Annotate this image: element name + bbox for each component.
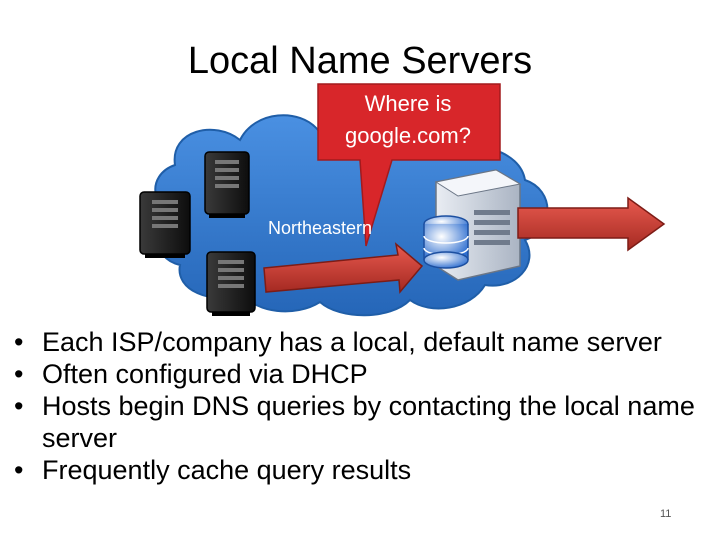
slide-title: Local Name Servers xyxy=(187,40,533,82)
bullet-text: Each ISP/company has a local, default na… xyxy=(42,327,662,357)
bullet-text: Frequently cache query results xyxy=(42,455,412,485)
host-server-icon xyxy=(206,251,256,316)
bullet-item: • Often configured via DHCP xyxy=(14,358,704,390)
bullet-item: • Frequently cache query results xyxy=(14,454,704,486)
database-icon xyxy=(423,215,469,269)
bullet-dot: • xyxy=(14,359,24,389)
host-server-icon xyxy=(204,151,250,218)
network-diagram xyxy=(139,83,666,317)
cloud-label: Northeastern xyxy=(268,218,373,238)
bullet-list: • Each ISP/company has a local, default n… xyxy=(14,326,704,486)
query-arrow-to-local-server xyxy=(263,242,424,294)
query-arrow-outward xyxy=(517,196,666,252)
callout-line-2: google.com? xyxy=(345,123,471,148)
bullet-dot: • xyxy=(14,327,24,357)
callout-text: Where is google.com? xyxy=(318,88,498,152)
bullet-dot: • xyxy=(14,391,24,421)
bullet-item: • Each ISP/company has a local, default n… xyxy=(14,326,704,358)
bullet-item: • Hosts begin DNS queries by contacting t… xyxy=(14,390,704,454)
bullet-text: Hosts begin DNS queries by contacting th… xyxy=(42,391,695,453)
host-server-icon xyxy=(139,191,191,258)
callout-line-1: Where is xyxy=(364,91,452,116)
page-number: 11 xyxy=(660,508,672,520)
query-callout-bubble xyxy=(317,83,501,247)
bullet-text: Often configured via DHCP xyxy=(42,359,368,389)
bullet-dot: • xyxy=(14,455,24,485)
